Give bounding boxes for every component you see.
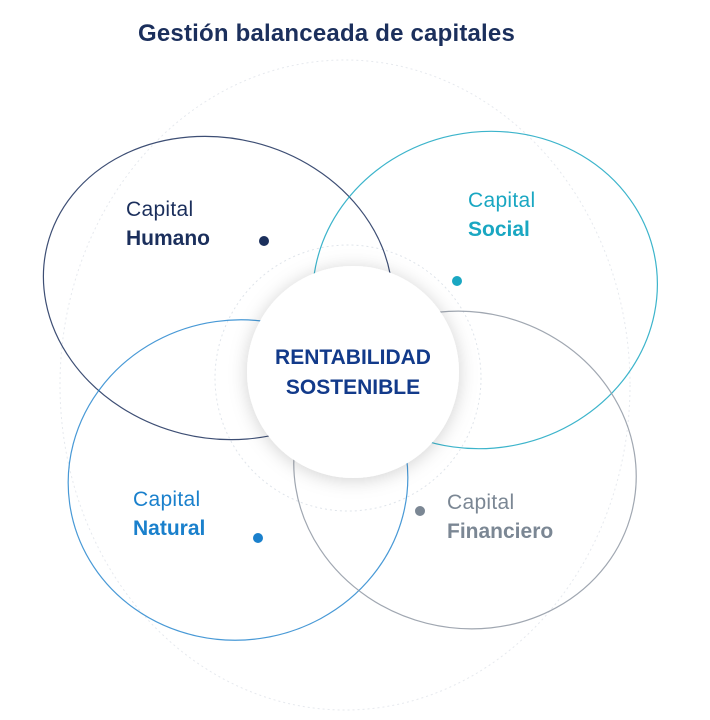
capital-social-line2: Social [468, 218, 530, 241]
label-capital-financiero: Capital Financiero [447, 488, 553, 546]
diagram-title: Gestión balanceada de capitales [138, 20, 516, 47]
center-circle [247, 266, 459, 478]
label-capital-humano: Capital Humano [126, 195, 210, 253]
capital-humano-line1: Capital [126, 198, 194, 221]
dot-social [452, 276, 462, 286]
center-line-2: SOSTENIBLE [285, 376, 421, 399]
outer-ring [59, 59, 631, 711]
label-capital-natural: Capital Natural [133, 485, 205, 543]
capital-financiero-line2: Financiero [447, 520, 554, 543]
capital-natural-line1: Capital [133, 488, 201, 511]
capital-financiero-line1: Capital [447, 491, 515, 514]
center-label: RENTABILIDAD SOSTENIBLE [248, 343, 458, 403]
dot-financiero [415, 506, 425, 516]
dot-humano [259, 236, 269, 246]
label-capital-social: Capital Social [468, 186, 535, 244]
inner-ring [214, 244, 482, 512]
capital-humano-line2: Humano [126, 227, 210, 250]
capital-social-line1: Capital [468, 189, 536, 212]
dot-natural [253, 533, 263, 543]
capital-natural-line2: Natural [133, 517, 206, 540]
center-line-1: RENTABILIDAD [275, 346, 431, 369]
